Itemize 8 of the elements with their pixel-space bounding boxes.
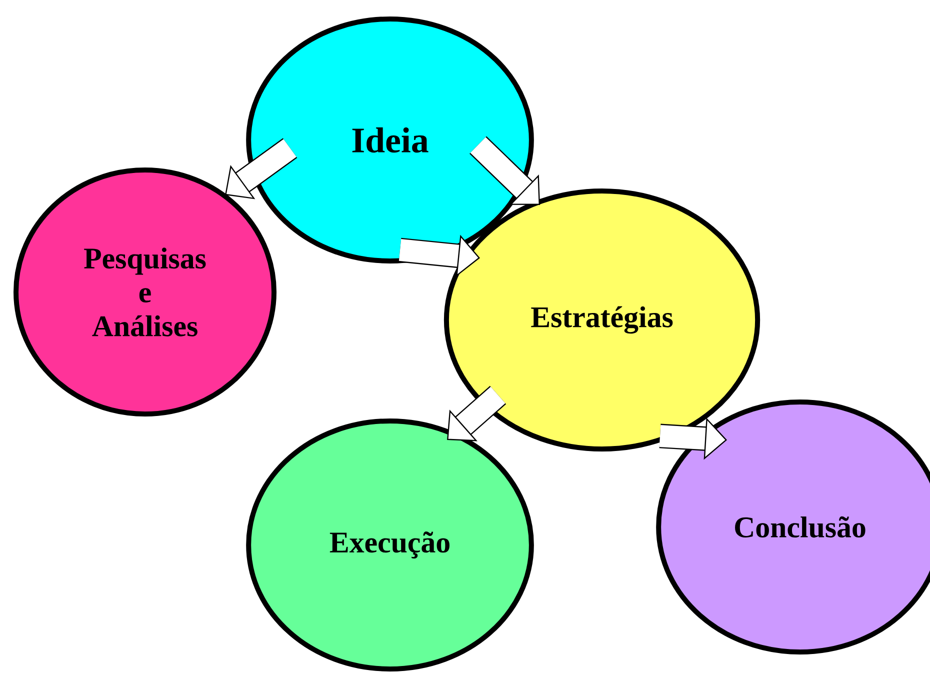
circle-node: Ideia <box>246 16 534 264</box>
circle-node: Execução <box>246 418 534 672</box>
circle-node: Pesquisas e Análises <box>14 167 276 416</box>
circle-node: Estratégias <box>444 188 760 452</box>
circle-node: Conclusão <box>656 399 930 654</box>
block-arrow <box>447 386 506 442</box>
block-arrow <box>470 136 540 205</box>
block-arrow <box>225 138 298 200</box>
